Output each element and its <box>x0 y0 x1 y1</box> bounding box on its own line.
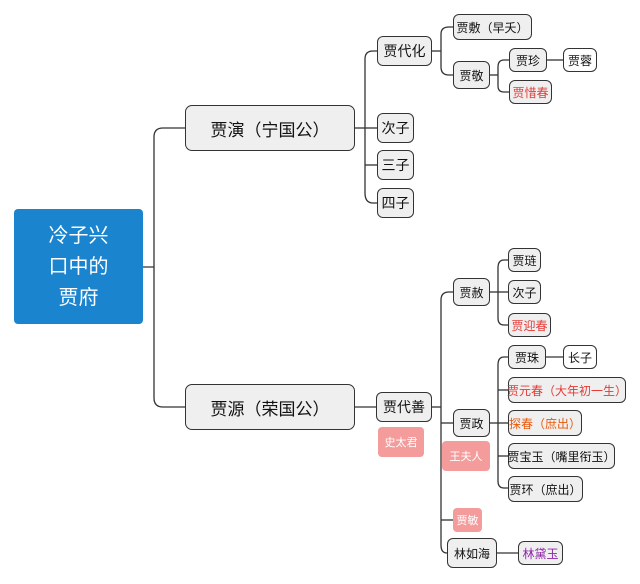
node-jia-she: 贾赦 <box>453 278 490 306</box>
root-line-3: 贾府 <box>58 285 99 309</box>
node-jia-rong: 贾蓉 <box>563 48 597 72</box>
root-line-2: 口中的 <box>48 254 109 278</box>
root-line-1: 冷子兴 <box>48 223 109 247</box>
node-ning-third-son: 三子 <box>377 150 414 180</box>
node-ning-second-son: 次子 <box>377 113 414 143</box>
node-shi-taijun: 史太君 <box>378 427 424 457</box>
node-jia-baoyu: 贾宝玉（嘴里衔玉） <box>508 443 616 469</box>
root-node: 冷子兴 口中的 贾府 <box>14 209 143 324</box>
node-jia-yan: 贾演（宁国公） <box>185 105 355 151</box>
node-jia-yingchun: 贾迎春 <box>508 313 551 337</box>
node-tanchun: 探春（庶出） <box>508 410 582 436</box>
node-jia-zhen: 贾珍 <box>509 48 547 72</box>
node-jia-min: 贾敏 <box>453 508 482 532</box>
node-jia-jing: 贾敬 <box>453 61 490 89</box>
node-zhu-eldest-son: 长子 <box>563 345 597 369</box>
node-jia-xichun: 贾惜春 <box>509 80 552 104</box>
node-jia-yuan: 贾源（荣国公） <box>185 384 355 430</box>
node-wang-furen: 王夫人 <box>442 441 490 471</box>
node-ning-fourth-son: 四子 <box>377 188 414 218</box>
node-jia-daihua: 贾代化 <box>377 36 432 66</box>
node-jia-zhu: 贾珠 <box>508 345 546 369</box>
node-lin-ruhai: 林如海 <box>447 538 497 568</box>
node-jia-zheng: 贾政 <box>453 409 490 437</box>
node-jia-huan: 贾环（庶出） <box>508 476 583 502</box>
node-lin-daiyu: 林黛玉 <box>518 541 563 565</box>
node-she-second-son: 次子 <box>508 280 541 304</box>
node-jia-fu: 贾敷（早夭） <box>453 14 532 40</box>
node-jia-lian: 贾琏 <box>508 248 541 272</box>
node-jia-daishan: 贾代善 <box>376 392 432 422</box>
node-jia-yuanchun: 贾元春（大年初一生） <box>507 377 627 403</box>
